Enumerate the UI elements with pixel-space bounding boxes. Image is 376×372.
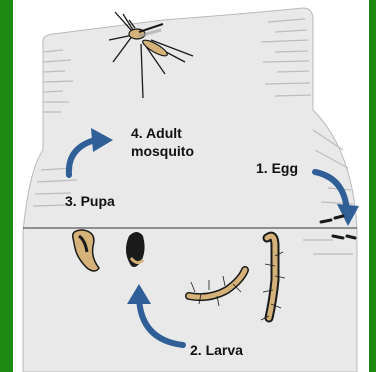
lifecycle-drawing [13,0,369,372]
diagram-panel: 4. Adult mosquito 1. Egg 3. Pupa 2. Larv… [13,0,369,372]
label-adult-line2: mosquito [131,143,194,160]
label-egg: 1. Egg [256,160,298,177]
label-larva: 2. Larva [190,342,243,359]
jar [23,8,357,372]
label-pupa: 3. Pupa [65,193,115,210]
label-adult-line1: 4. Adult [131,125,182,142]
